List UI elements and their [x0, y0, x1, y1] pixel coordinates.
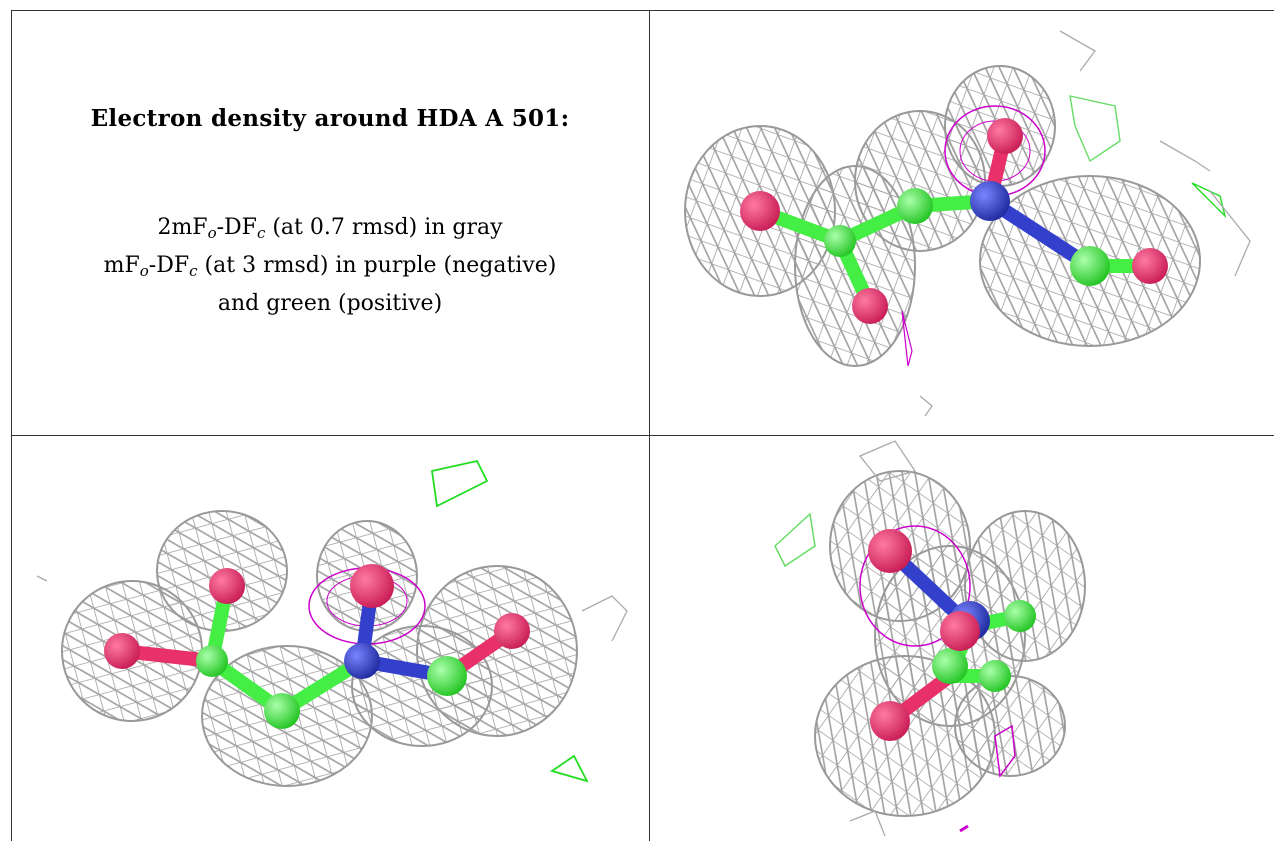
l2-sub-o: o — [139, 262, 149, 280]
caption-cell: Electron density around HDA A 501: 2mFo-… — [12, 10, 648, 435]
density-view-3 — [774, 440, 1086, 837]
l1-post: (at 0.7 rmsd) in gray — [265, 215, 503, 240]
l1-sub-c: c — [256, 224, 266, 242]
oxygen-atom — [987, 118, 1023, 154]
density-view-top-right — [650, 11, 1274, 435]
l2-post: (at 3 rmsd) in purple (negative) — [197, 253, 557, 278]
carbon-atom — [264, 693, 300, 729]
oxygen-atom — [350, 564, 394, 608]
l1-pre: 2mF — [157, 215, 208, 240]
oxygen-atom — [1132, 248, 1168, 284]
middle-divider — [649, 10, 650, 841]
molecule-3 — [868, 529, 1036, 741]
carbon-atom — [897, 188, 933, 224]
green-mesh — [430, 459, 589, 783]
l1-sub-o: o — [207, 224, 217, 242]
oxygen-atom — [494, 613, 530, 649]
stray-mesh — [919, 30, 1251, 417]
stray-mesh — [36, 575, 628, 642]
carbon-atom — [979, 660, 1011, 692]
oxygen-atom — [940, 611, 980, 651]
caption-line-2fo-dfc: 2mFo-DFc (at 0.7 rmsd) in gray — [12, 215, 648, 242]
carbon-atom — [1070, 246, 1110, 286]
molecule-2 — [104, 564, 530, 729]
density-view-2 — [36, 459, 628, 787]
oxygen-atom — [104, 633, 140, 669]
stray-mesh — [849, 440, 917, 837]
molecule-1 — [740, 118, 1168, 324]
nitrogen-atom — [970, 181, 1010, 221]
density-view-bottom-left — [12, 436, 649, 841]
density-view-bottom-right — [650, 436, 1274, 841]
carbon-atom — [932, 648, 968, 684]
carbon-atom — [1004, 600, 1036, 632]
caption-line-positive: and green (positive) — [217, 291, 443, 316]
oxygen-atom — [870, 701, 910, 741]
oxygen-atom — [740, 191, 780, 231]
carbon-atom — [196, 645, 228, 677]
density-view-1 — [684, 30, 1251, 417]
l2-mid: -DF — [148, 253, 190, 278]
l2-pre: mF — [103, 253, 140, 278]
green-mesh — [774, 512, 816, 568]
oxygen-atom — [852, 288, 888, 324]
left-border — [11, 10, 12, 841]
l2-sub-c: c — [189, 262, 198, 280]
nitrogen-atom — [344, 643, 380, 679]
carbon-atom — [427, 656, 467, 696]
top-border — [11, 10, 1274, 11]
l1-mid: -DF — [216, 215, 257, 240]
caption-title: Electron density around HDA A 501: — [90, 105, 570, 132]
carbon-atom — [824, 225, 856, 257]
purple-mesh — [859, 525, 1016, 833]
row-divider — [11, 435, 1274, 436]
oxygen-atom — [868, 529, 912, 573]
caption-line-fo-dfc: mFo-DFc (at 3 rmsd) in purple (negative) — [12, 253, 648, 280]
oxygen-atom — [209, 568, 245, 604]
